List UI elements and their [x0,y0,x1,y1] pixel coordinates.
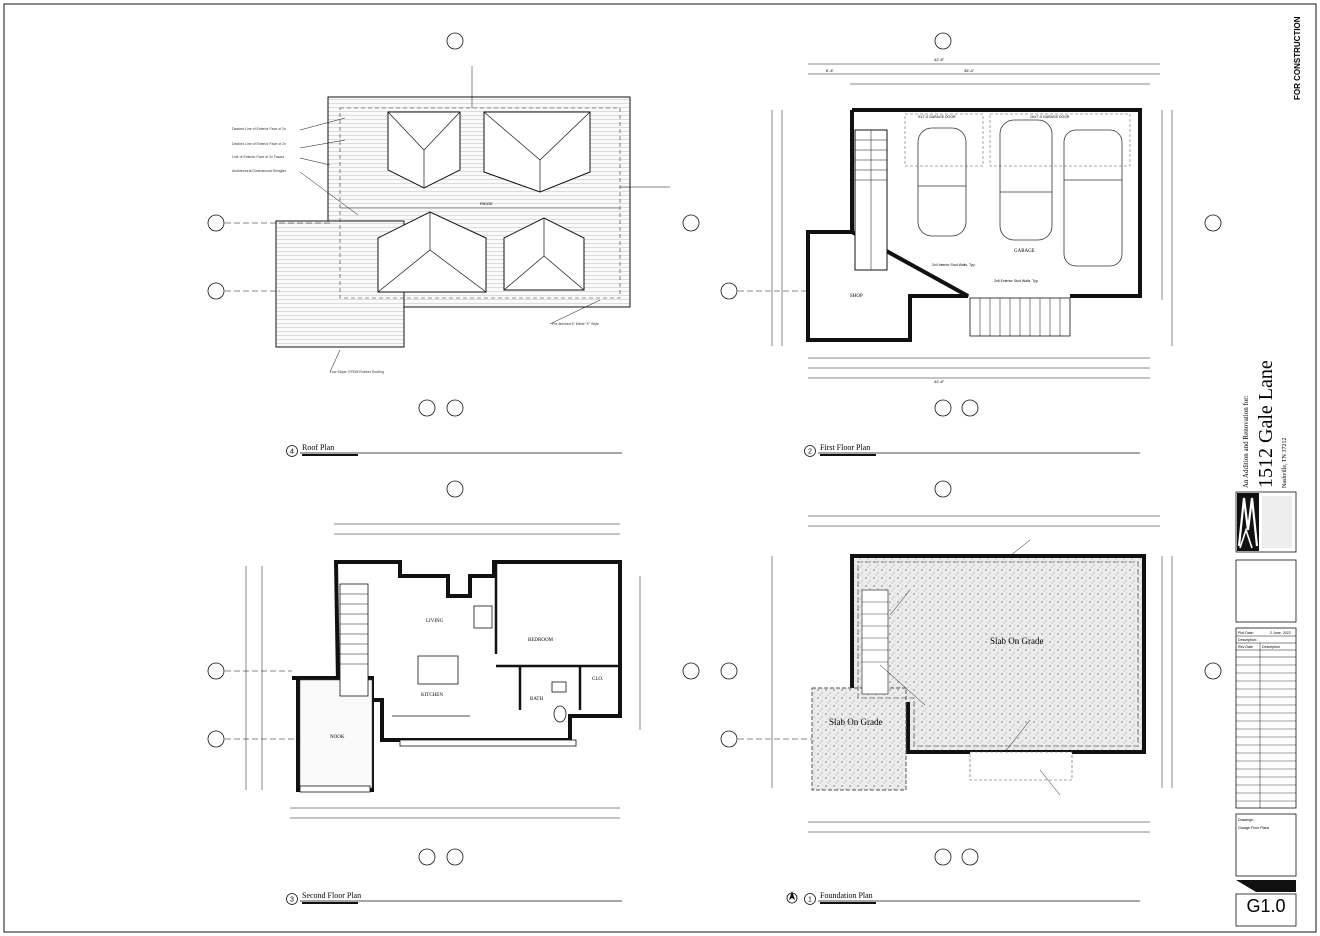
first-floor-plan: 42'-8" 36'-4" 6'-4" 42'-8" 9'x7'-0 GARAG [771,57,1173,384]
drawing-title-box: Drawings: Garage Floor Plans [1235,813,1297,877]
svg-text:3: 3 [290,897,294,904]
svg-text:First Floor Plan: First Floor Plan [820,443,870,452]
revision-table: Plot Date: 2 June, 2022 Description: Rev… [1235,627,1297,809]
room-garage: GARAGE [1014,249,1035,254]
project-address: 1512 Gale Lane [1255,360,1277,488]
room-living: LIVING [426,619,444,624]
view-title-roof-plan: 4 Roof Plan [286,443,622,457]
dim-36: 36'-4" [964,68,975,73]
slab-small-label: Slab On Grade [829,717,883,727]
svg-text:1: 1 [808,897,812,904]
view-title-first-floor-plan: 2 First Floor Plan [804,443,1140,457]
slab-main-label: Slab On Grade [990,636,1044,646]
garage-door-1: 9'x7'-0 GARAGE DOOR [918,115,956,119]
plot-date-label: Plot Date: [1238,631,1254,635]
ridge-label: RIDGE [480,201,493,206]
project-subtitle: An Addition and Renovation for: [1242,395,1250,488]
room-nook: NOOK [330,735,345,740]
rev-date-label: Rev Date [1238,645,1253,649]
firm-logo [1235,491,1297,553]
svg-text:Second Floor Plan: Second Floor Plan [302,891,361,900]
svg-text:Foundation Plan: Foundation Plan [820,891,873,900]
section-markers [207,32,1222,866]
svg-text:Architectural Dimensional Shin: Architectural Dimensional Shingles [232,169,286,173]
sheet-number: G1.0 [1246,896,1285,916]
for-construction-stamp: FOR CONSTRUCTION [1293,16,1302,100]
svg-text:Dashed Line of Exterior Face o: Dashed Line of Exterior Face of 2x [232,142,286,146]
roof-plan: RIDGE Dashed Line of Exterior Face of 2x [232,66,670,374]
sheet-number-box: G1.0 [1235,880,1297,927]
svg-text:Line of Exterior Face of 2x Fa: Line of Exterior Face of 2x Fascia [232,155,284,159]
svg-text:Low Slope: EPDM Rubber Roofing: Low Slope: EPDM Rubber Roofing [330,370,384,374]
foundation-plan: Slab On Grade Slab On Grade [771,515,1173,833]
wall-note-1: 2x4 Interior Stud Walls, Typ. [932,263,976,267]
svg-text:Dashed Line of Exterior Face o: Dashed Line of Exterior Face of 2x [232,127,286,131]
room-clo: CLO. [592,677,603,682]
description-label: Description: [1238,638,1257,642]
svg-text:2: 2 [808,449,812,456]
plot-date-value: 2 June, 2022 [1270,631,1291,635]
overall-width-dim: 42'-8" [934,57,945,62]
second-floor-plan: LIVING BEDROOM KITCHEN BATH CLO. NOOK [245,523,641,819]
svg-text:Roof Plan: Roof Plan [302,443,334,452]
svg-text:4: 4 [290,449,294,456]
room-bath: BATH [530,697,543,702]
svg-text:Drawings:: Drawings: [1238,818,1254,822]
north-arrow-icon [786,891,798,904]
drawing-title: Garage Floor Plans [1238,826,1269,830]
svg-text:42'-8": 42'-8" [934,379,945,384]
room-shop: SHOP [850,294,863,299]
view-title-second-floor-plan: 3 Second Floor Plan [286,891,622,905]
svg-text:Pre-finished 6" Metal "K" Styl: Pre-finished 6" Metal "K" Style [552,322,599,326]
room-kitchen: KITCHEN [421,693,443,698]
dim-6: 6'-4" [826,68,835,73]
room-bedroom: BEDROOM [528,638,554,643]
seal-box [1235,559,1297,623]
garage-door-2: 16'x7'-0 GARAGE DOOR [1030,115,1070,119]
view-title-foundation-plan: 1 Foundation Plan [804,891,1140,905]
wall-note-2: 2x6 Exterior Stud Walls, Typ. [994,279,1039,283]
project-city: Nashville, TN 37212 [1282,438,1288,488]
rev-description-label: Description [1262,645,1280,649]
